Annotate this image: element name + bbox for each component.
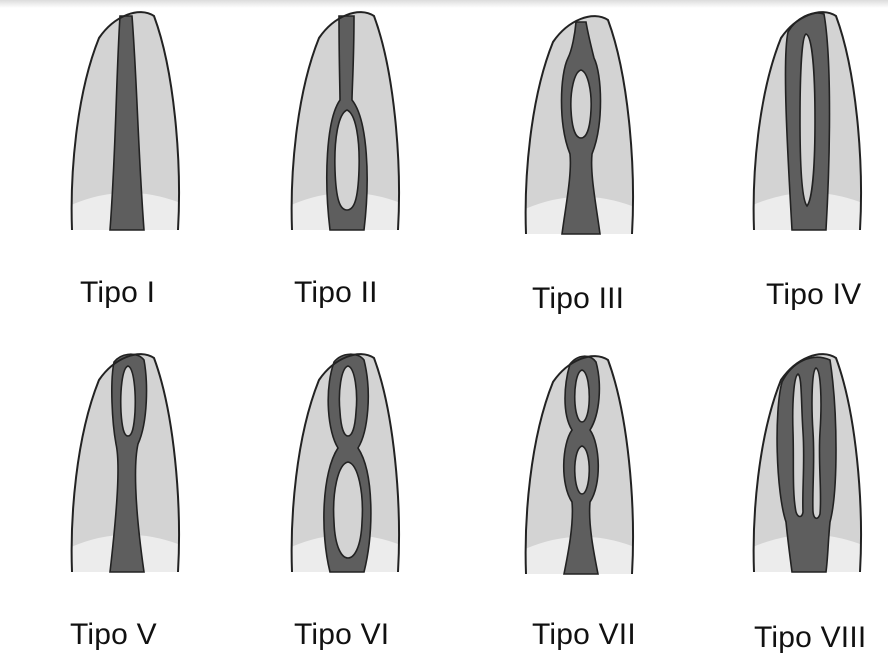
tooth-type-7-diagram [518,354,638,578]
type-label: Tipo I [80,276,155,310]
tooth-type-5-diagram [64,352,184,576]
canal-island-upper [339,366,356,436]
canal-island-lower [575,446,589,494]
tooth-type-3-diagram [518,14,638,238]
type-label: Tipo III [532,282,624,316]
tooth-type-8-diagram [746,352,866,576]
canal-island-upper [575,370,589,422]
type-label: Tipo IV [766,278,861,312]
type-label: Tipo V [70,618,157,652]
tooth-type-4-diagram [746,10,866,234]
type-label: Tipo VI [294,618,389,652]
canal-island-right [812,368,821,518]
canal-island-lower [334,462,363,558]
canal-island [335,110,359,210]
canal-island [800,34,815,206]
canal-island-left [793,374,804,517]
tooth-type-2-diagram [284,10,404,234]
top-edge-shadow [0,0,888,8]
type-label: Tipo VIII [754,621,866,655]
canal-island [571,70,591,138]
canal-island [121,366,135,436]
tooth-type-6-diagram [284,352,404,576]
tooth-type-1-diagram [64,10,184,234]
type-label: Tipo II [294,276,378,310]
type-label: Tipo VII [532,618,636,652]
